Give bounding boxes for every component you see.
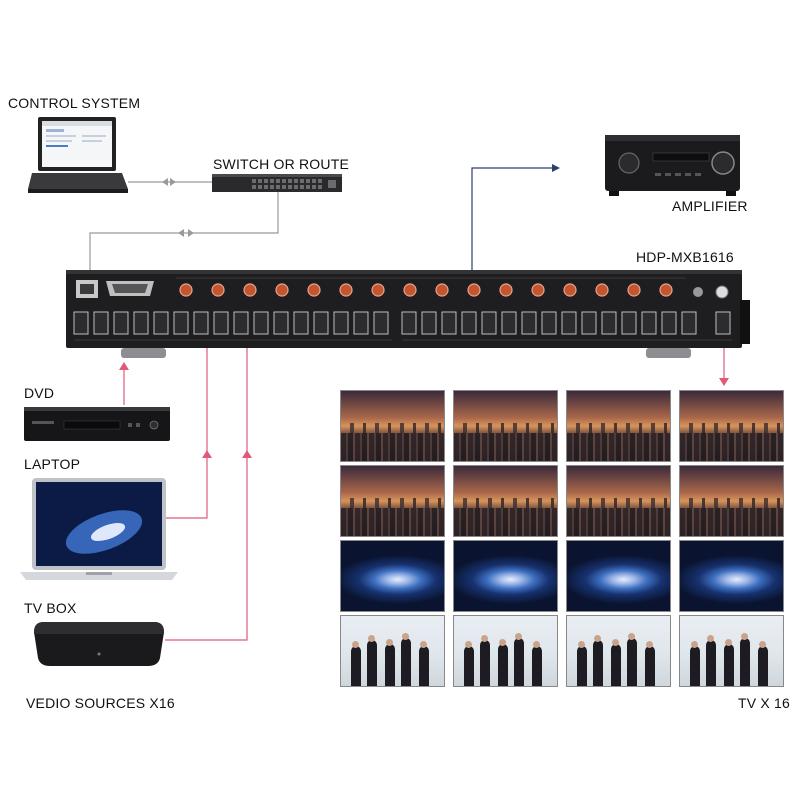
amplifier-icon — [605, 135, 740, 196]
laptop-icon — [20, 478, 178, 580]
tv-count-label: TV X 16 — [738, 695, 790, 711]
laptop-label: LAPTOP — [24, 456, 81, 472]
arrow-right-icon — [552, 164, 560, 172]
tv-screen — [453, 615, 558, 687]
tv-screen — [340, 465, 445, 537]
network-switch-icon — [212, 174, 342, 192]
model-label: HDP-MXB1616 — [636, 249, 734, 265]
tv-screen — [566, 615, 671, 687]
tv-screen — [566, 540, 671, 612]
tv-screen — [679, 540, 784, 612]
arrow-down-icon — [719, 378, 729, 386]
amplifier-label: AMPLIFIER — [672, 198, 748, 214]
dvd-player-icon — [24, 407, 170, 441]
tv-screen — [340, 615, 445, 687]
tv-screen — [566, 390, 671, 462]
laptop-hdmi-cable — [165, 340, 208, 519]
arrow-up-icon — [242, 450, 252, 458]
control-system-label: CONTROL SYSTEM — [8, 95, 141, 111]
tv-screen — [566, 465, 671, 537]
audio-cable — [471, 167, 558, 285]
tv-screen — [453, 540, 558, 612]
tv-box-icon — [34, 622, 164, 666]
tv-box-label: TV BOX — [24, 600, 77, 616]
tv-screen — [679, 465, 784, 537]
tv-screen — [340, 390, 445, 462]
tv-screen — [340, 540, 445, 612]
bidirectional-arrow-icon — [162, 178, 176, 186]
dvd-label: DVD — [24, 385, 55, 401]
bidirectional-arrow-icon — [178, 229, 194, 237]
tv-screen — [679, 390, 784, 462]
arrow-up-icon — [202, 450, 212, 458]
video-sources-label: VEDIO SOURCES X16 — [26, 695, 175, 711]
hdmi-matrix-icon — [66, 270, 750, 358]
tv-screen — [453, 390, 558, 462]
tv-screen — [453, 465, 558, 537]
tvbox-hdmi-cable — [165, 340, 248, 641]
arrow-up-icon — [119, 362, 129, 370]
tv-screen — [679, 615, 784, 687]
switch-label: SWITCH OR ROUTE — [213, 156, 349, 172]
control-laptop-icon — [28, 117, 128, 193]
